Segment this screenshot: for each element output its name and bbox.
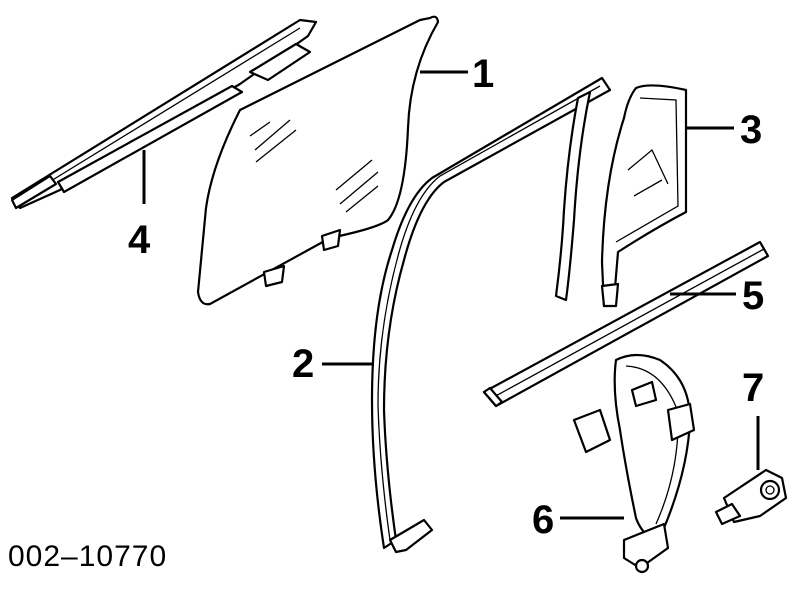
callout-7: 7 <box>742 366 765 410</box>
part-4-weatherstrip <box>10 18 318 210</box>
part-2-glass-run-channel <box>370 76 612 554</box>
callout-1: 1 <box>472 52 495 96</box>
part-6-window-regulator <box>572 353 696 574</box>
callout-2: 2 <box>292 342 315 386</box>
part-3-rear-quarter-glass <box>600 84 688 308</box>
figure-reference-code: 002–10770 <box>8 540 168 573</box>
part-1-door-glass <box>196 15 440 306</box>
part-7-regulator-motor <box>714 468 788 526</box>
callout-5: 5 <box>742 274 765 318</box>
leader-lines <box>142 70 760 520</box>
callout-4: 4 <box>128 218 151 262</box>
callout-6: 6 <box>532 498 555 542</box>
part-5-belt-molding <box>482 240 770 408</box>
callout-3: 3 <box>740 108 763 152</box>
